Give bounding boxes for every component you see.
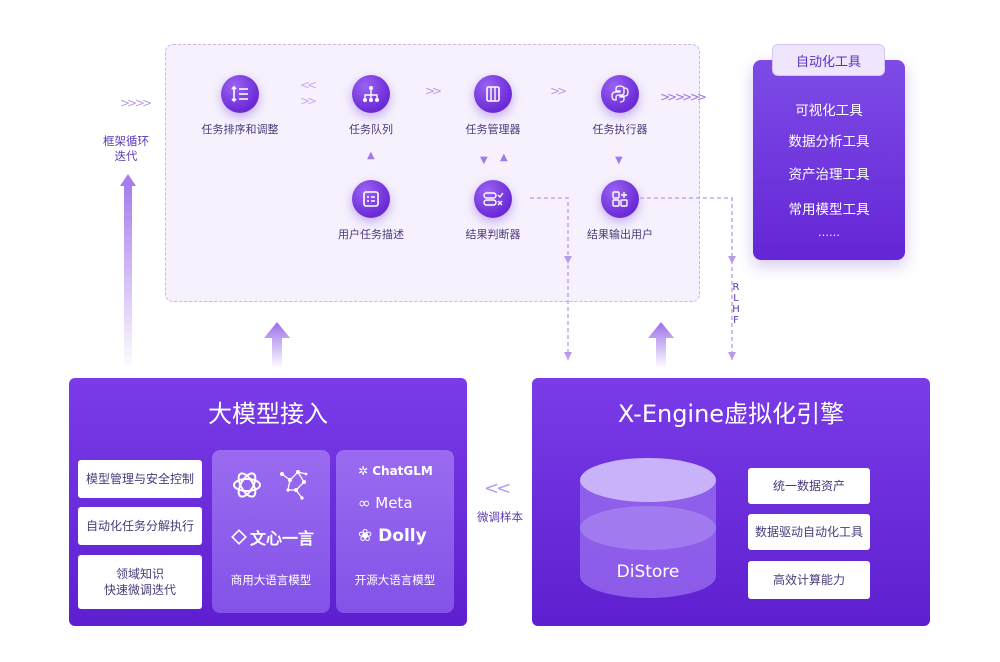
- model-access-title: 大模型接入: [208, 400, 328, 428]
- node-output-label: 结果输出用户: [587, 228, 653, 241]
- item-compute[interactable]: 高效计算能力: [748, 561, 870, 599]
- distore-cylinder: [580, 458, 716, 598]
- node-sort-label: 任务排序和调整: [201, 123, 279, 136]
- node-user-desc-label: 用户任务描述: [338, 228, 404, 241]
- tool-visualization[interactable]: 可视化工具: [795, 103, 863, 119]
- down-arrow-output: ▼: [615, 155, 623, 166]
- node-judge-label: 结果判断器: [465, 228, 521, 241]
- node-user-desc[interactable]: 用户任务描述: [311, 180, 431, 242]
- wenxin-text: 文心一言: [250, 529, 315, 548]
- item-task-decompose[interactable]: 自动化任务分解执行: [78, 507, 202, 545]
- finetune-arrow: <<: [484, 478, 511, 499]
- list-icon: [352, 180, 390, 218]
- rlhf-h: H: [732, 304, 740, 315]
- tools-tab[interactable]: 自动化工具: [772, 44, 885, 76]
- item-domain-knowledge-line2: 快速微调迭代: [103, 583, 176, 597]
- item-domain-knowledge-line1: 领域知识: [115, 567, 164, 581]
- node-executor-label: 任务执行器: [592, 123, 648, 136]
- tools-tab-label: 自动化工具: [795, 54, 861, 70]
- engine-title: X-Engine虚拟化引擎: [617, 400, 845, 428]
- node-manager[interactable]: 任务管理器: [433, 75, 553, 137]
- tree-icon: [352, 75, 390, 113]
- opensource-llm-card[interactable]: ✲ ChatGLM ∞ Meta ❀ Dolly 开源大语言模型: [336, 450, 454, 613]
- item-unified-data[interactable]: 统一数据资产: [748, 468, 870, 504]
- finetune-label: 微调样本: [477, 510, 523, 524]
- flow-chevron-1: <<: [300, 78, 317, 92]
- meta-text: Meta: [375, 494, 413, 512]
- dashed-connectors: [530, 197, 736, 360]
- meta-logo: ∞ Meta: [358, 494, 413, 512]
- item-model-management[interactable]: 模型管理与安全控制: [78, 460, 202, 498]
- tool-data-analysis[interactable]: 数据分析工具: [788, 134, 870, 150]
- flow-chevron-3: >>: [550, 84, 567, 98]
- network-icon: [280, 470, 308, 500]
- python-icon: [601, 75, 639, 113]
- node-queue[interactable]: 任务队列: [311, 75, 431, 137]
- commercial-llm-label: 商用大语言模型: [230, 573, 312, 587]
- node-queue-label: 任务队列: [349, 123, 393, 136]
- loop-label-line2: 迭代: [114, 149, 138, 163]
- rlhf-l: L: [733, 293, 739, 304]
- flow-chevron-1b: >>: [300, 94, 317, 108]
- loop-label-line1: 框架循环: [103, 134, 149, 148]
- item-data-driven[interactable]: 数据驱动自动化工具: [748, 514, 870, 550]
- up-arrow-manager: ▲: [500, 152, 508, 163]
- node-executor[interactable]: 任务执行器: [560, 75, 680, 137]
- distore-label: DiStore: [616, 562, 680, 582]
- flow-chevron-2: >>: [425, 84, 442, 98]
- item-domain-knowledge[interactable]: 领域知识 快速微调迭代: [78, 555, 202, 609]
- commercial-llm-card[interactable]: 文心一言 商用大语言模型: [212, 450, 330, 613]
- dolly-text: Dolly: [378, 526, 427, 546]
- book-icon: [474, 75, 512, 113]
- grid-icon: [601, 180, 639, 218]
- sort-icon: [221, 75, 259, 113]
- wenxin-icon: [231, 529, 247, 545]
- loop-up-arrow: [120, 174, 136, 370]
- tool-common-model[interactable]: 常用模型工具: [788, 202, 870, 218]
- node-manager-label: 任务管理器: [465, 123, 521, 136]
- dolly-logo: ❀ Dolly: [358, 526, 427, 546]
- down-arrow-judge: ▼: [480, 155, 488, 166]
- toggle-icon: [474, 180, 512, 218]
- openai-icon: [233, 472, 261, 498]
- tool-more: ……: [818, 226, 840, 239]
- rlhf-f: F: [733, 315, 739, 326]
- wenxin-logo: 文心一言: [231, 525, 315, 549]
- rlhf-r: R: [732, 282, 740, 293]
- chatglm-logo: ✲ ChatGLM: [358, 464, 433, 478]
- up-arrow-model: [264, 322, 290, 368]
- node-output[interactable]: 结果输出用户: [560, 180, 680, 242]
- flow-chevron-to-tools: >> >> >>: [660, 90, 707, 104]
- tool-asset-governance[interactable]: 资产治理工具: [788, 167, 870, 183]
- tools-panel: [753, 60, 905, 260]
- chatglm-text: ChatGLM: [372, 464, 433, 478]
- loop-label: 框架循环 迭代: [95, 134, 157, 164]
- rlhf-label: R L H F: [728, 282, 744, 326]
- node-judge[interactable]: 结果判断器: [433, 180, 553, 242]
- node-sort[interactable]: 任务排序和调整: [180, 75, 300, 137]
- opensource-llm-label: 开源大语言模型: [354, 573, 436, 587]
- loop-right-chevrons: >> >>: [120, 96, 152, 110]
- up-arrow-engine: [648, 322, 674, 368]
- up-arrow-queue: ▲: [367, 150, 375, 161]
